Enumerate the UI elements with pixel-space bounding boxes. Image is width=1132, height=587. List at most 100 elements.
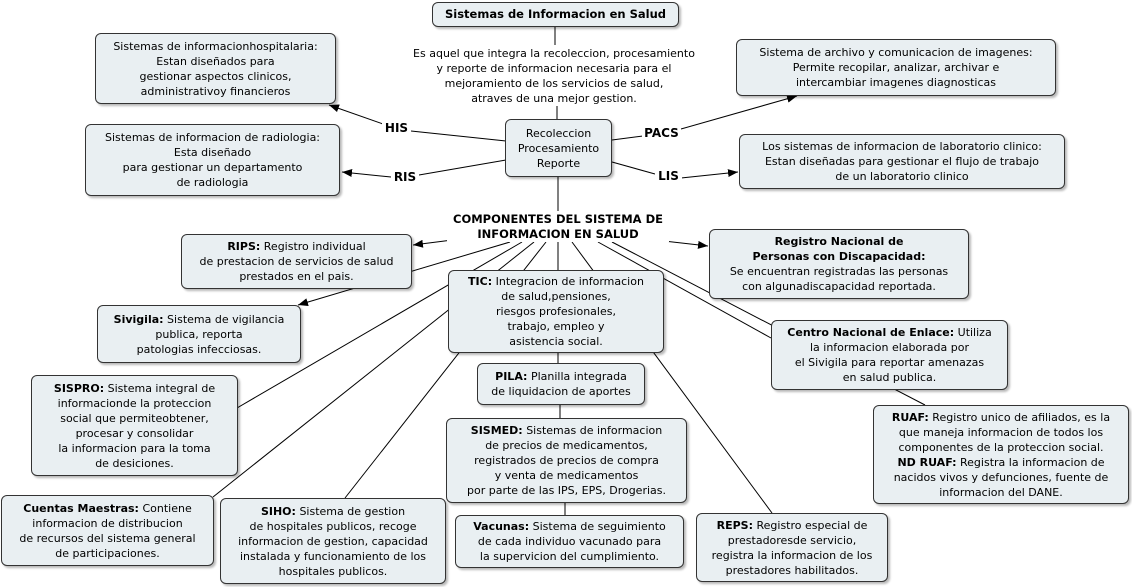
sispro-text: Sistema integral de	[107, 381, 216, 395]
ruaf-line: RUAF: Registro unico de afiliados, es la	[892, 410, 1110, 425]
sismed-line: de precios de medicamentos,	[485, 439, 648, 452]
edge-ris-label-ris	[341, 169, 392, 178]
pila-line: de liquidacion de aportes	[491, 385, 631, 398]
siho-line: SIHO: Sistema de gestion	[261, 504, 405, 519]
reps-line: REPS: Registro especial de	[717, 518, 868, 533]
sispro-line: SISPRO: Sistema integral de	[54, 381, 215, 396]
definition-line: mejoramiento de los servicios de salud,	[444, 76, 664, 90]
sismed-lead: SISMED:	[470, 424, 523, 437]
centro-nacional-text: Utiliza	[957, 326, 992, 339]
sispro-line: la informacion para la toma	[58, 441, 211, 455]
sispro-node: SISPRO: Sistema integral de informaciond…	[31, 375, 238, 476]
edge-pacs-label-pacs	[680, 94, 798, 130]
his-line: Sistemas de informacionhospitalaria:	[113, 39, 318, 53]
sismed-text: Sistemas de informacion	[526, 424, 663, 437]
sispro-line: procesar y consolidar	[75, 426, 194, 440]
lis-line: de un laboratorio clinico	[835, 170, 969, 183]
rips-lead: RIPS:	[227, 240, 261, 253]
tic-line: asistencia social.	[509, 335, 603, 348]
nd-ruaf-text: Registra la informacion de	[960, 455, 1105, 469]
edge-center-lis-label	[611, 161, 656, 175]
sismed-line: SISMED: Sistemas de informacion	[471, 423, 662, 438]
reps-node: REPS: Registro especial de prestadoresde…	[696, 513, 888, 582]
ruaf-line: componentes de la proteccion social.	[898, 440, 1104, 454]
tic-line: riesgos profesionales,	[496, 305, 616, 318]
siho-line: hospitales publicos.	[278, 564, 388, 578]
ris-line: Sistemas de informacion de radiologia:	[104, 131, 321, 144]
vacunas-text: Sistema de seguimiento	[532, 520, 666, 533]
pila-node: PILA: Planilla integrada de liquidacion …	[477, 363, 645, 405]
components-heading-line: COMPONENTES DEL SISTEMA DE	[453, 211, 663, 226]
sispro-lead: SISPRO:	[53, 381, 105, 395]
edge-lis-label-lis	[680, 169, 739, 179]
pacs-line: intercambiar imagenes diagnosticas	[795, 76, 996, 89]
edge-label-ris: RIS	[391, 169, 419, 185]
center-line: Reporte	[536, 156, 581, 170]
sivigila-text: Sistema de vigilancia	[167, 312, 285, 326]
definition-text: Es aquel que integra la recoleccion, pro…	[393, 45, 715, 106]
cuentas-maestras-lead: Cuentas Maestras:	[23, 501, 139, 515]
centro-nacional-line: en salud publica.	[842, 371, 937, 384]
lis-line: Los sistemas de informacion de laborator…	[762, 140, 1042, 153]
sismed-line: por parte de las IPS, EPS, Drogerias.	[466, 484, 666, 497]
his-line: Estan diseñados para	[156, 54, 275, 68]
ris-node: Sistemas de informacion de radiologia: E…	[85, 124, 340, 196]
rips-text: Registro individual	[263, 240, 366, 253]
cuentas-maestras-text: Contiene	[142, 501, 192, 515]
pila-text: Planilla integrada	[530, 370, 627, 383]
edge-center-pacs-label	[611, 135, 644, 141]
sivigila-line: patologias infecciosas.	[136, 342, 262, 356]
cuentas-maestras-node: Cuentas Maestras: Contiene informacion d…	[1, 495, 214, 566]
pila-line: PILA: Planilla integrada	[495, 369, 627, 384]
edge-center-ris-label	[418, 159, 507, 176]
vacunas-line: de cada individuo vacunado para	[477, 535, 662, 548]
center-node: Recoleccion Procesamiento Reporte	[505, 119, 612, 177]
centro-nacional-line: Centro Nacional de Enlace: Utiliza	[787, 325, 991, 340]
siho-line: de hospitales publicos, recoge	[249, 519, 417, 533]
rips-line: de prestacion de servicios de salud	[199, 255, 394, 268]
definition-line: atraves de una mejor gestion.	[471, 91, 637, 105]
ris-line: para gestionar un departamento	[122, 161, 303, 174]
edge-components-sispro	[236, 241, 523, 409]
ris-line: Esta diseñado	[173, 146, 252, 159]
definition-line: y reporte de informacion necesaria para …	[436, 61, 672, 75]
nd-ruaf-line: nacidos vivos y defunciones, fuente de	[893, 470, 1109, 484]
edge-label-pacs: PACS	[642, 125, 681, 141]
nd-ruaf-line: ND RUAF: Registra la informacion de	[897, 455, 1104, 470]
nd-ruaf-lead: ND RUAF:	[897, 455, 957, 469]
registro-nacional-line: Se encuentran registradas las personas	[729, 265, 949, 278]
rips-line: prestados en el pais.	[239, 270, 354, 283]
vacunas-line: la supervicion del cumplimiento.	[479, 550, 660, 563]
vacunas-node: Vacunas: Sistema de seguimiento de cada …	[455, 515, 684, 568]
tic-text: Integracion de informacion	[495, 275, 644, 288]
tic-line: TIC: Integracion de informacion	[468, 274, 644, 289]
reps-lead: REPS:	[716, 518, 753, 532]
cuentas-maestras-line: de recursos del sistema general	[19, 531, 196, 545]
registro-nacional-heading: Registro Nacional de	[774, 235, 904, 248]
sispro-line: informacionde la proteccion	[57, 396, 212, 410]
edge-components-centro	[597, 241, 772, 339]
reps-text: Registro especial de	[756, 518, 868, 532]
sivigila-line: Sivigila: Sistema de vigilancia	[114, 312, 285, 327]
sivigila-lead: Sivigila:	[113, 312, 164, 326]
cuentas-maestras-line: informacion de distribucion	[32, 516, 183, 530]
pacs-line: Sistema de archivo y comunicacion de ima…	[759, 46, 1033, 59]
reps-line: registra la informacion de los	[711, 548, 873, 562]
centro-nacional-lead: Centro Nacional de Enlace:	[787, 326, 955, 339]
center-line: Procesamiento	[517, 141, 600, 155]
his-node: Sistemas de informacionhospitalaria: Est…	[95, 33, 336, 104]
sivigila-node: Sivigila: Sistema de vigilancia publica,…	[97, 305, 301, 363]
components-heading: COMPONENTES DEL SISTEMA DE INFORMACION E…	[447, 211, 669, 242]
ruaf-line: que maneja informacion de todos los	[898, 425, 1104, 439]
edge-center-his-label	[410, 130, 507, 142]
sispro-line: de desiciones.	[95, 456, 174, 470]
tic-line: de salud,pensiones,	[501, 290, 611, 303]
siho-text: Sistema de gestion	[299, 504, 406, 518]
cuentas-maestras-line: Cuentas Maestras: Contiene	[23, 501, 191, 516]
siho-node: SIHO: Sistema de gestion de hospitales p…	[220, 498, 446, 584]
nd-ruaf-line: informacion del DANE.	[939, 485, 1063, 499]
sismed-line: y venta de medicamentos	[494, 469, 639, 482]
tic-node: TIC: Integracion de informacion de salud…	[448, 270, 664, 353]
pacs-line: Permite recopilar, analizar, archivar e	[792, 61, 1000, 74]
tic-lead: TIC:	[468, 275, 493, 288]
